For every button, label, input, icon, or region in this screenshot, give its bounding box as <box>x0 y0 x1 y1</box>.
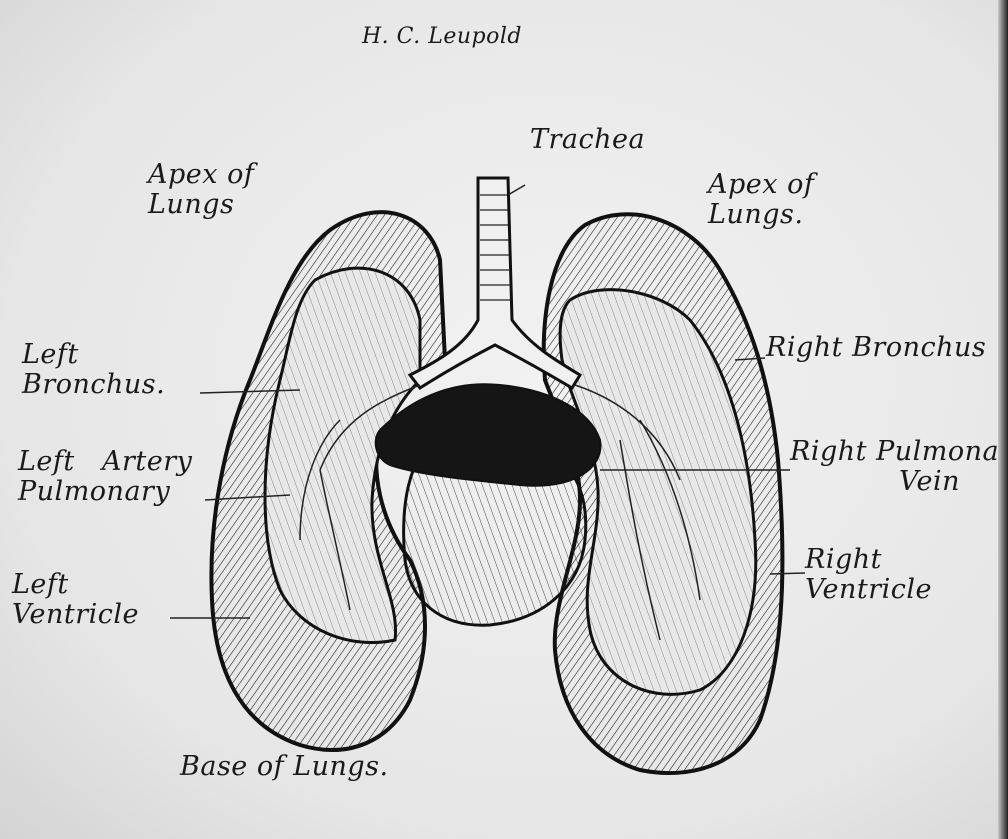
label-left-ventricle: Left Ventricle <box>12 570 139 630</box>
label-trachea: Trachea <box>530 125 645 155</box>
page-edge-shadow <box>998 0 1008 839</box>
label-right-pulmonary-vein: Right Pulmonary Vein <box>790 437 1008 497</box>
author-signature: H. C. Leupold <box>362 22 522 52</box>
label-left-pulmonary-artery: Left Artery Pulmonary <box>18 447 192 507</box>
label-base-of-lungs: Base of Lungs. <box>180 752 389 782</box>
label-right-ventricle: Right Ventricle <box>805 545 932 605</box>
label-right-bronchus: Right Bronchus <box>766 333 986 363</box>
label-apex-right: Apex of Lungs. <box>708 170 814 230</box>
label-apex-left: Apex of Lungs <box>148 160 254 220</box>
label-left-bronchus: Left Bronchus. <box>22 340 165 400</box>
